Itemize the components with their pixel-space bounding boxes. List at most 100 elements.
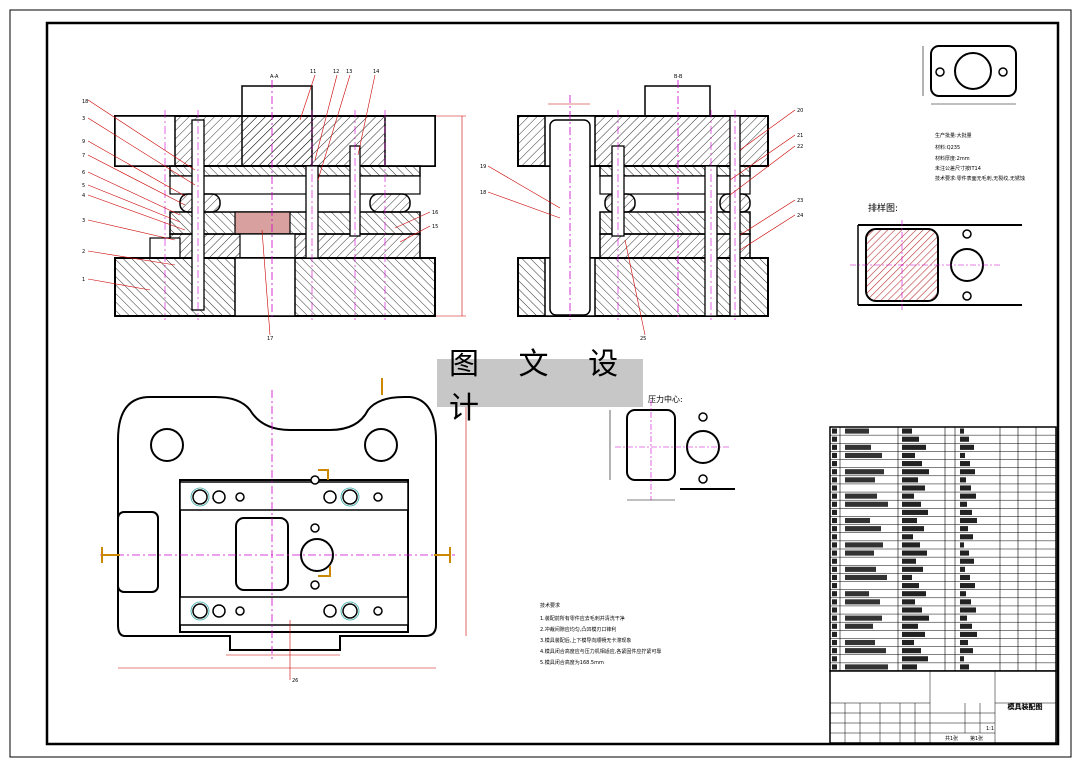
parts-list-cell	[960, 469, 975, 475]
pressure-center-title: 压力中心:	[648, 394, 683, 404]
parts-list-cell	[832, 656, 837, 662]
part-label: 13	[346, 69, 352, 75]
part-label: 20	[797, 108, 803, 114]
parts-list-cell	[902, 558, 916, 564]
parts-list-cell	[960, 542, 964, 548]
parts-list-cell	[960, 509, 972, 515]
tech-req-line: 2.冲裁间隙应均匀,凸凹模刃口锋利	[540, 626, 616, 633]
parts-list-cell	[845, 469, 884, 475]
front-section-view: A-A	[82, 69, 466, 342]
part-label: 26	[292, 678, 298, 684]
parts-list-cell	[960, 648, 973, 654]
parts-list-cell	[902, 648, 921, 654]
part-label: 18	[480, 190, 486, 196]
watermark-text: 图 文 设 计	[449, 347, 634, 426]
drawing-name: 模具装配图	[1008, 702, 1043, 711]
parts-list-cell	[960, 615, 967, 621]
parts-list-cell	[845, 574, 887, 581]
parts-list-cell	[902, 461, 922, 467]
part-label: 24	[797, 213, 803, 219]
parts-list-cell	[902, 469, 929, 475]
front-section-label: A-A	[270, 74, 279, 80]
part-label: 7	[82, 153, 85, 159]
parts-list-cell	[845, 550, 874, 556]
material-note-4: 未注公差尺寸按IT14	[935, 165, 981, 172]
part-label: 23	[797, 198, 803, 204]
part-label: 17	[267, 336, 273, 342]
parts-list-cell	[832, 477, 837, 483]
part-label: 1	[82, 277, 85, 283]
parts-list-cell	[832, 493, 837, 499]
parts-list-cell	[845, 444, 871, 450]
part-label: 21	[797, 133, 803, 139]
parts-list-cell	[960, 428, 964, 434]
parts-list-cell	[960, 461, 970, 467]
parts-list-cell	[845, 542, 883, 548]
parts-list-cell	[845, 501, 888, 507]
inner-frame	[45, 21, 1060, 746]
parts-list-cell	[845, 566, 876, 572]
parts-list-cell	[960, 526, 968, 532]
parts-list-cell	[845, 477, 875, 483]
parts-list-cell	[832, 566, 837, 572]
parts-list-cell	[832, 542, 837, 548]
parts-list-cell	[902, 599, 915, 605]
parts-list-cell	[960, 631, 977, 637]
technical-requirements: 技术要求 1.装配前所有零件应去毛刺并清洗干净 2.冲裁间隙应均匀,凸凹模刃口锋…	[540, 602, 661, 666]
tech-req-line: 3.模具装配后,上下模导向顺畅无卡滞现象	[540, 637, 631, 644]
material-note-2: 材料:Q235	[935, 144, 960, 151]
parts-list-cell	[845, 599, 880, 605]
parts-list	[829, 426, 1057, 672]
watermark-box: 图 文 设 计	[437, 347, 643, 426]
parts-list-cell	[845, 493, 877, 499]
parts-list-cell	[845, 452, 882, 459]
tech-req-title: 技术要求	[540, 602, 560, 609]
plan-view: 26	[100, 378, 467, 684]
title-block: 模具装配图 1:1 共1张 第1张	[829, 670, 1057, 744]
parts-list-cell	[832, 631, 837, 637]
parts-list-cell	[902, 501, 921, 507]
part-label: 15	[432, 224, 438, 230]
part-label: 5	[82, 183, 85, 189]
parts-list-cell	[832, 485, 837, 491]
parts-list-cell	[832, 469, 837, 475]
parts-list-cell	[845, 615, 882, 621]
parts-list-cell	[832, 461, 837, 467]
part-label: 12	[333, 69, 339, 75]
part-label: 22	[797, 144, 803, 150]
parts-list-cell	[902, 574, 912, 581]
parts-list-cell	[845, 428, 869, 434]
parts-list-cell	[902, 534, 913, 540]
part-sketch	[922, 45, 1017, 105]
parts-list-cell	[832, 583, 837, 589]
part-label: 11	[310, 69, 316, 75]
parts-list-cell	[832, 664, 837, 670]
parts-list-cell	[832, 436, 837, 442]
outer-frame	[9, 9, 1072, 758]
parts-list-cell	[845, 664, 888, 670]
parts-list-cell	[960, 436, 969, 442]
strip-layout-title: 排样图:	[868, 202, 898, 214]
material-note-5: 技术要求:零件表面无毛刺,无裂纹,无锈蚀	[935, 175, 1025, 182]
parts-list-cell	[960, 583, 975, 589]
parts-list-cell	[832, 615, 837, 621]
pressure-center: 压力中心:	[609, 394, 735, 501]
parts-list-cell	[960, 485, 971, 491]
parts-list-cell	[832, 452, 837, 459]
parts-list-cell	[960, 550, 969, 556]
parts-list-cell	[832, 639, 837, 646]
material-note-1: 生产批量:大批量	[935, 132, 972, 139]
parts-list-cell	[960, 517, 977, 524]
tech-req-line: 1.装配前所有零件应去毛刺并清洗干净	[540, 615, 625, 622]
parts-list-cell	[960, 599, 971, 605]
parts-list-cell	[960, 444, 974, 450]
parts-list-cell	[902, 493, 914, 499]
parts-list-cell	[960, 452, 965, 459]
parts-list-cell	[960, 501, 967, 507]
parts-list-cell	[832, 550, 837, 556]
parts-list-cell	[832, 574, 837, 581]
parts-list-cell	[832, 591, 837, 597]
material-note-3: 材料厚度:2mm	[935, 155, 970, 162]
part-label: 19	[480, 164, 486, 170]
parts-list-cell	[902, 428, 912, 434]
